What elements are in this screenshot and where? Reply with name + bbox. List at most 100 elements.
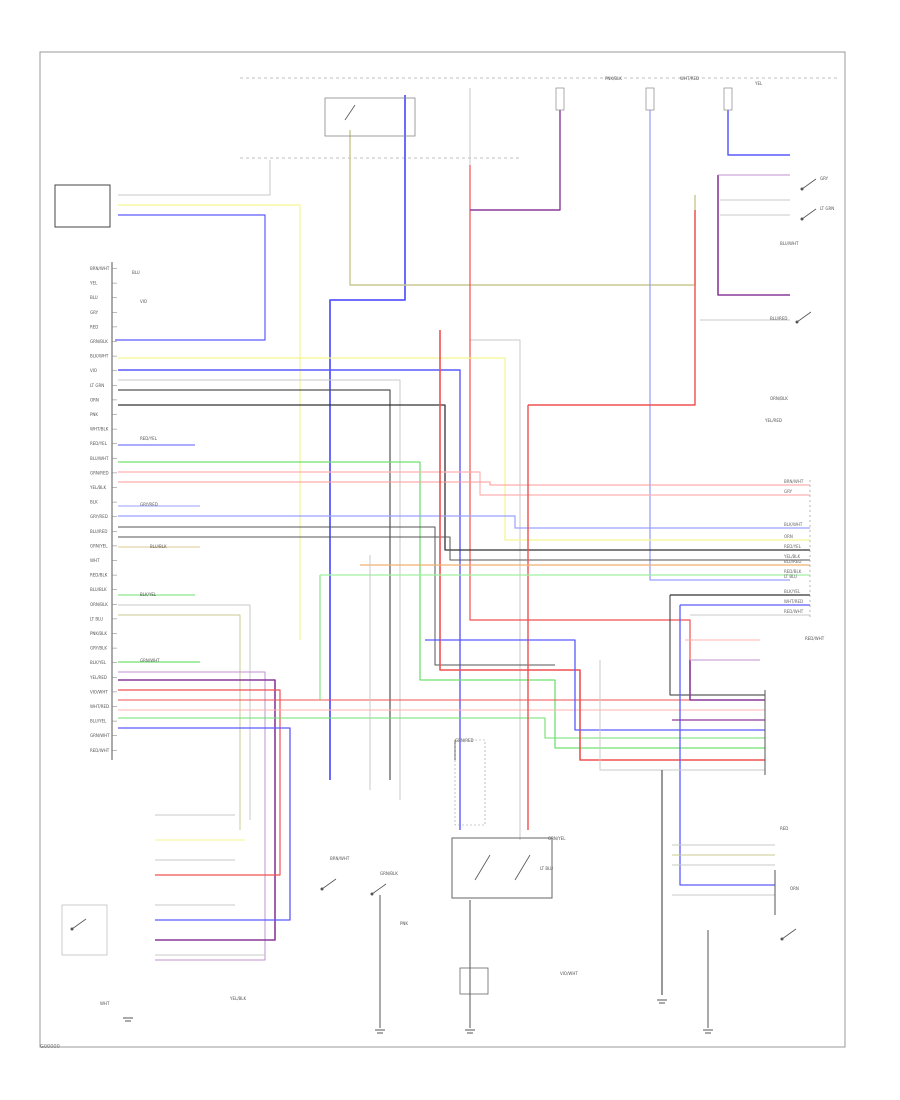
label-layer: BRN/WHT YEL BLU GRY RED GRN/BLK BLK/WHT VIO LT G… (89, 76, 834, 1006)
pin-label: BLU/WHT (90, 456, 109, 461)
component-label: ORN (790, 886, 799, 891)
component-label: LT GRN (820, 206, 834, 211)
fuse-icon (723, 87, 733, 111)
switch-contact-icon (70, 927, 74, 931)
wire-label: GRY (784, 489, 793, 494)
component-label: BLU (132, 270, 140, 275)
pin-label: GRY/RED (90, 514, 108, 519)
fuse-icon (645, 87, 655, 111)
pin-label: GRN/BLK (90, 339, 108, 344)
relay-box (324, 97, 416, 137)
wire (115, 214, 266, 341)
pin-label: GRN/RED (90, 470, 109, 475)
pin-label: GRY (90, 310, 99, 315)
wire (689, 660, 765, 701)
switch-contact-icon (370, 892, 374, 896)
pin-label: BLK/WHT (90, 354, 109, 359)
component-label: YEL/RED (764, 418, 782, 423)
pin-label: GRY/BLK (90, 646, 107, 651)
switch-icon (781, 928, 797, 940)
diagram-border (39, 51, 846, 1048)
wire (717, 175, 790, 296)
wire (118, 379, 401, 800)
wire (118, 404, 810, 551)
switch-contact-icon (780, 937, 784, 941)
pin-label: ORN/BLK (90, 602, 108, 607)
pin-label: BLK (90, 500, 98, 505)
wire (118, 204, 301, 640)
component-label: BLU/WHT (780, 241, 799, 246)
component-label: WHT (100, 1001, 110, 1006)
wire (118, 515, 810, 529)
component-label: WHT/RED (680, 76, 699, 81)
component-label: BRN/WHT (330, 856, 350, 861)
pin-label: WHT/BLK (90, 427, 109, 432)
wire (118, 614, 241, 830)
pin-label: WHT/RED (90, 704, 109, 709)
switch-box (61, 904, 108, 956)
component-label: YEL (754, 81, 763, 86)
component-label: RED/YEL (140, 436, 158, 441)
wire (469, 165, 691, 680)
pin-label: BLU/RED (90, 529, 107, 534)
wire-label: BLK/WHT (784, 522, 803, 527)
pin-label: PNK/BLK (90, 631, 107, 636)
component-label: PNK (400, 921, 408, 926)
component-label: GRN/RED (455, 738, 474, 743)
component-label: LT BLU (540, 866, 553, 871)
wire (425, 639, 765, 731)
pin-label: ORN (90, 397, 99, 402)
component-label: BLU/BLK (150, 544, 167, 549)
wire-label: RED/YEL (784, 544, 802, 549)
wire (118, 689, 281, 876)
wire (118, 604, 251, 820)
switch-contact-icon (795, 320, 799, 324)
pin-label: RED/WHT (90, 748, 110, 753)
connector-box (54, 184, 111, 228)
component-label: VIO (140, 299, 147, 304)
wire (349, 130, 696, 286)
component-label: BLK/YEL (140, 592, 157, 597)
switch-icon (371, 883, 387, 895)
pin-label: RED (90, 324, 98, 329)
wire (118, 727, 291, 921)
switch-icon (801, 208, 817, 220)
wire-label: ORN (784, 534, 793, 539)
wire (469, 88, 521, 840)
pin-label: LT GRN (90, 383, 104, 388)
switch-icon (321, 878, 337, 890)
switch-icon (801, 178, 817, 190)
pin-label: LT BLU (90, 616, 103, 621)
component-label: GRN/WHT (140, 658, 160, 663)
component-label: GRY (820, 176, 829, 181)
pin-label: YEL/RED (89, 675, 107, 680)
switch-icon (796, 311, 812, 323)
wire (118, 671, 266, 961)
relay-contact-icon (344, 104, 356, 121)
pin-label: BLK/YEL (90, 660, 107, 665)
component-label: BLU/RED (770, 316, 787, 321)
switch-contact-icon (320, 887, 324, 891)
wire (118, 481, 810, 486)
pin-label: YEL (89, 281, 98, 286)
pin-label: VIO/WHT (90, 689, 108, 694)
wire-label: WHT/RED (784, 599, 803, 604)
switch-contact-icon (800, 187, 804, 191)
relay-contact-icon (514, 854, 531, 881)
pin-label: GRN/YEL (90, 543, 108, 548)
wire (118, 357, 810, 541)
component-label: GRN/YEL (548, 836, 566, 841)
wire (118, 471, 810, 496)
pin-label: VIO (90, 368, 97, 373)
wire (118, 526, 555, 666)
component-label: PNK/BLK (605, 76, 622, 81)
pin-label: WHT (90, 558, 100, 563)
wire (599, 660, 765, 771)
wire (118, 536, 810, 561)
component-label: RED/WHT (805, 636, 825, 641)
pin-label: RED/YEL (90, 441, 108, 446)
wire (118, 717, 765, 739)
relay-switch-box (451, 837, 553, 899)
wire (470, 110, 561, 211)
